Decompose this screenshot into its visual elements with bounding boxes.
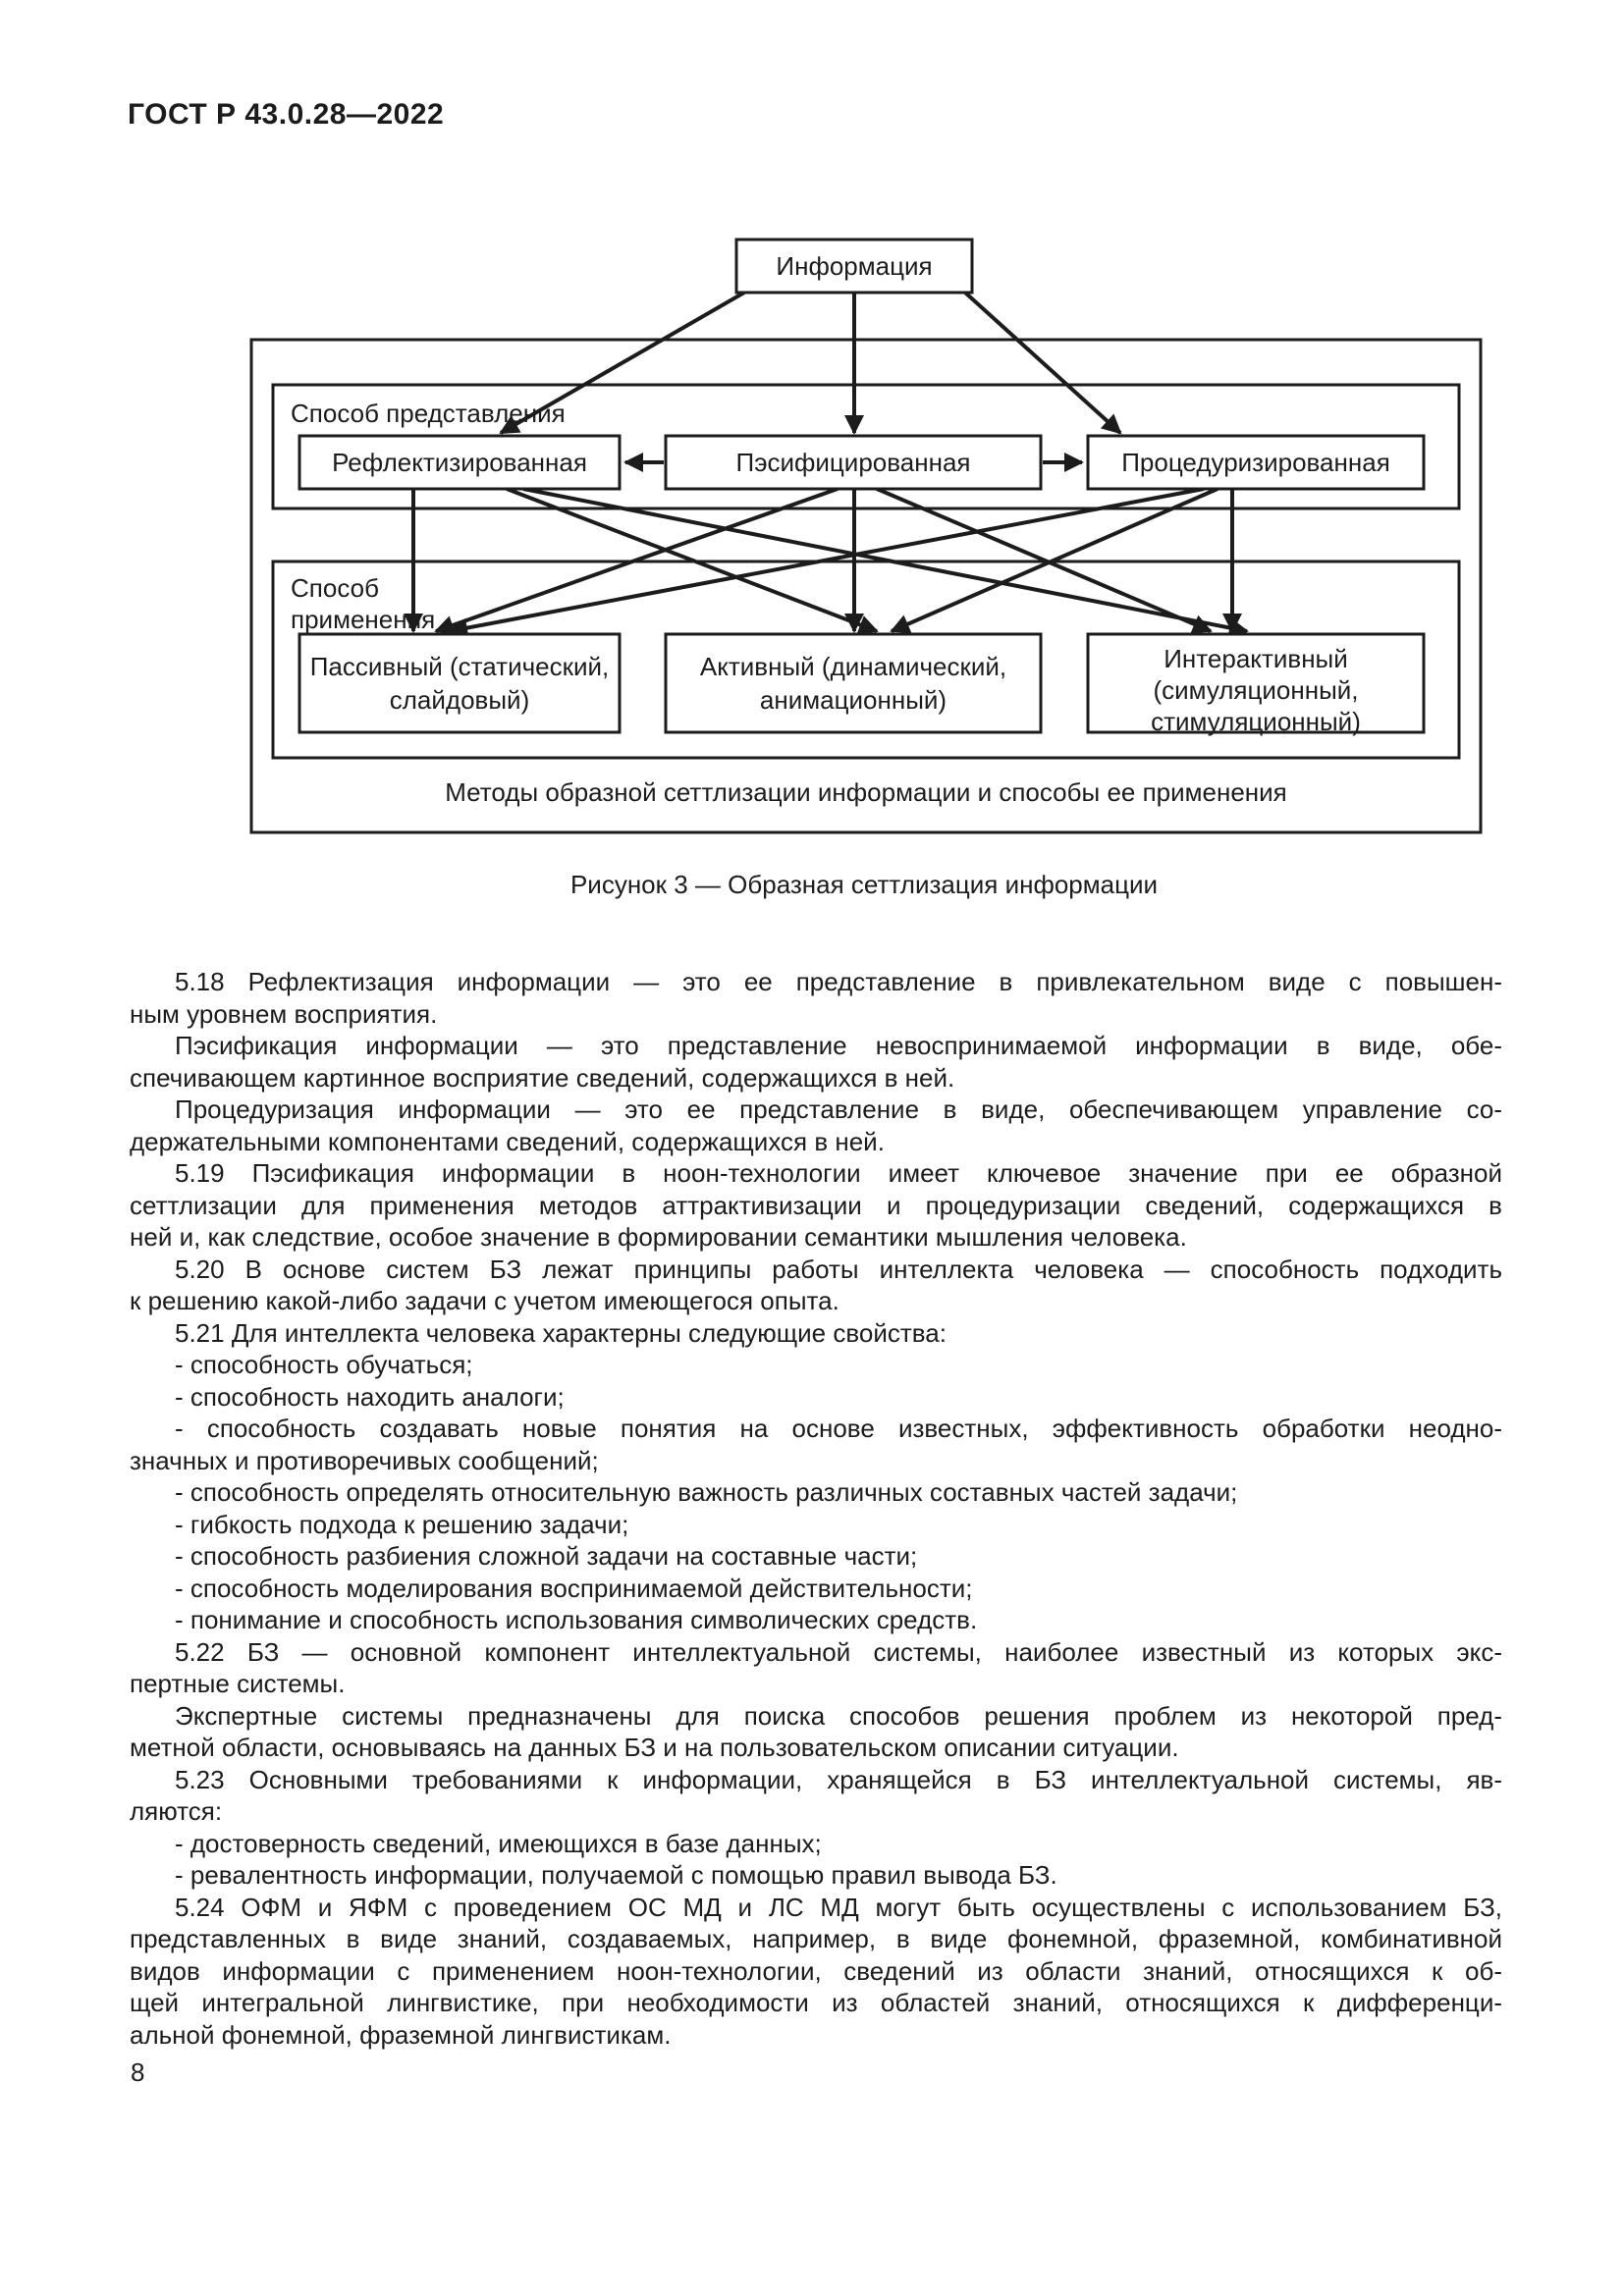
body-line: пертные системы. [130, 1669, 346, 1698]
application-frame-label-line2: применения [291, 605, 435, 634]
pesifitsirovannaya-box [664, 434, 1043, 491]
pesifitsirovannaya-label: Пэсифицированная [736, 448, 971, 477]
bullet-item: - способность разбиения сложной задачи н… [130, 1540, 1502, 1573]
body-line: 5.24 ОФМ и ЯФМ с проведением ОС МД и ЛС … [175, 1892, 1502, 1922]
interaktivny-label-line1: Интерактивный [1164, 644, 1348, 673]
body-line: - ревалентность информации, получаемой с… [175, 1860, 1057, 1890]
body-line: Процедуризация информации — это ее предс… [175, 1095, 1502, 1124]
figure-3: Информация Способ представления Рефлекти… [244, 236, 1490, 846]
interaktivny-label-line3: стимуляционный) [1151, 707, 1361, 736]
arrow-pesif-to-interaktivny [876, 487, 1213, 634]
paragraph-5-22: 5.22 БЗ — основной компонент интеллектуа… [130, 1636, 1502, 1700]
application-frame-label-line1: Способ [291, 573, 379, 603]
bullet-item: - способность находить аналоги; [130, 1381, 1502, 1414]
body-line: сеттлизации для применения методов аттра… [130, 1190, 1502, 1220]
body-line: 5.20 В основе систем БЗ лежат принципы р… [175, 1254, 1502, 1284]
arrow-reflekt-to-interaktivny [522, 487, 1249, 638]
bullet-item: - способность моделирования воспринимаем… [130, 1573, 1502, 1605]
body-line: метной области, основываясь на данных БЗ… [130, 1733, 1179, 1762]
paragraph-5-19: 5.19 Пэсификация информации в ноон-техно… [130, 1157, 1502, 1254]
body-line: - достоверность сведений, имеющихся в ба… [175, 1828, 822, 1858]
document-header: ГОСТ Р 43.0.28—2022 [128, 98, 445, 131]
body-line: альной фонемной, фраземной лингвистикам. [130, 2019, 672, 2050]
paragraph-5-21: 5.21 Для интеллекта человека характерны … [130, 1317, 1502, 1350]
body-line: - способность создавать новые понятия на… [175, 1414, 1502, 1443]
diagram-bottom-caption: Методы образной сеттлизации информации и… [445, 777, 1287, 807]
body-line: 5.18 Рефлектизация информации — это ее п… [175, 967, 1502, 996]
body-line: ней и, как следствие, особое значение в … [130, 1222, 1187, 1252]
protseduriziravannaya-box [1086, 434, 1426, 491]
bullet-item: - ревалентность информации, получаемой с… [130, 1859, 1502, 1892]
arrow-info-to-reflektizirovannaya [499, 291, 745, 435]
paragraph-protseduarizatsiya: Процедуризация информации — это ее предс… [130, 1094, 1502, 1157]
body-line: спечивающем картинное восприятие сведени… [130, 1062, 955, 1093]
body-line: ным уровнем восприятия. [130, 998, 438, 1029]
body-line: 5.22 БЗ — основной компонент интеллектуа… [175, 1636, 1502, 1667]
body-line: 5.19 Пэсификация информации в ноон-техно… [175, 1158, 1502, 1188]
aktivny-label-line2: анимационный) [760, 685, 947, 715]
body-text: 5.18 Рефлектизация информации — это ее п… [130, 966, 1502, 2051]
body-line: - способность разбиения сложной задачи н… [175, 1541, 918, 1571]
body-line: - способность обучаться; [175, 1350, 473, 1379]
passivny-box [298, 632, 622, 734]
aktivny-box [664, 632, 1043, 734]
interaktivny-label-line2: (симуляционный, [1153, 675, 1358, 705]
aktivny-label-line1: Активный (динамический, [700, 652, 1006, 681]
protseduriziravannaya-label: Процедуризированная [1121, 448, 1390, 477]
arrow-protsedur-to-passivny [448, 487, 1205, 638]
reflektizirovannaya-label: Рефлектизированная [332, 448, 587, 477]
info-box [734, 238, 974, 294]
body-line: щей интегральной лингвистике, при необхо… [130, 1988, 1502, 2017]
body-line: - способность находить аналоги; [175, 1381, 565, 1412]
paragraph-5-18: 5.18 Рефлектизация информации — это ее п… [130, 966, 1502, 1030]
paragraph-ekspertnye: Экспертные системы предназначены для пои… [130, 1700, 1502, 1764]
bullet-item: - способность создавать новые понятия на… [130, 1413, 1502, 1476]
figure-caption: Рисунок 3 — Образная сеттлизация информа… [569, 870, 1159, 899]
bullet-item: - способность обучаться; [130, 1349, 1502, 1381]
info-box-label: Информация [776, 251, 932, 281]
paragraph-5-20: 5.20 В основе систем БЗ лежат принципы р… [130, 1254, 1502, 1317]
bullet-item: - достоверность сведений, имеющихся в ба… [130, 1828, 1502, 1860]
paragraph-5-23: 5.23 Основными требованиями к информации… [130, 1764, 1502, 1828]
body-line: - понимание и способность использования … [175, 1605, 978, 1634]
body-line: - гибкость подхода к решению задачи; [175, 1509, 629, 1539]
representation-frame-label: Способ представления [291, 399, 566, 428]
representation-frame [271, 383, 1461, 510]
passivny-label-line1: Пассивный (статический, [310, 652, 610, 681]
body-line: 5.21 Для интеллекта человека характерны … [175, 1317, 947, 1348]
application-frame [271, 560, 1461, 760]
bullet-item: - гибкость подхода к решению задачи; [130, 1509, 1502, 1541]
paragraph-pesifikatsiya: Пэсификация информации — это представлен… [130, 1030, 1502, 1094]
body-line: 5.23 Основными требованиями к информации… [175, 1764, 1502, 1794]
arrow-protsedur-to-aktivny [890, 487, 1218, 633]
body-line: ляются: [130, 1796, 223, 1826]
page-number: 8 [131, 2057, 145, 2087]
interaktivny-box [1086, 632, 1426, 734]
outer-frame [249, 338, 1483, 834]
body-line: - способность моделирования воспринимаем… [175, 1573, 973, 1603]
passivny-label-line2: слайдовый) [390, 685, 529, 715]
body-line: держательными компонентами сведений, сод… [130, 1126, 885, 1156]
body-line: - способность определять относительную в… [175, 1477, 1238, 1507]
body-line: Экспертные системы предназначены для пои… [175, 1700, 1502, 1731]
body-line: представленных в виде знаний, создаваемы… [130, 1924, 1502, 1953]
figure-3-diagram: Информация Способ представления Рефлекти… [249, 238, 1483, 834]
paragraph-5-24: 5.24 ОФМ и ЯФМ с проведением ОС МД и ЛС … [130, 1892, 1502, 2052]
arrow-pesif-to-passivny [434, 487, 839, 635]
bullet-item: - способность определять относительную в… [130, 1476, 1502, 1509]
body-line: видов информации с применением ноон-техн… [130, 1955, 1502, 1986]
arrow-reflekt-to-aktivny [506, 487, 879, 634]
reflektizirovannaya-box [298, 434, 622, 491]
body-line: Пэсификация информации — это представлен… [175, 1031, 1502, 1060]
arrow-info-to-protseduriziravannaya [963, 291, 1122, 435]
body-line: к решению какой-либо задачи с учетом име… [130, 1286, 839, 1315]
body-line: значных и противоречивых сообщений; [130, 1445, 599, 1475]
bullet-item: - понимание и способность использования … [130, 1604, 1502, 1636]
